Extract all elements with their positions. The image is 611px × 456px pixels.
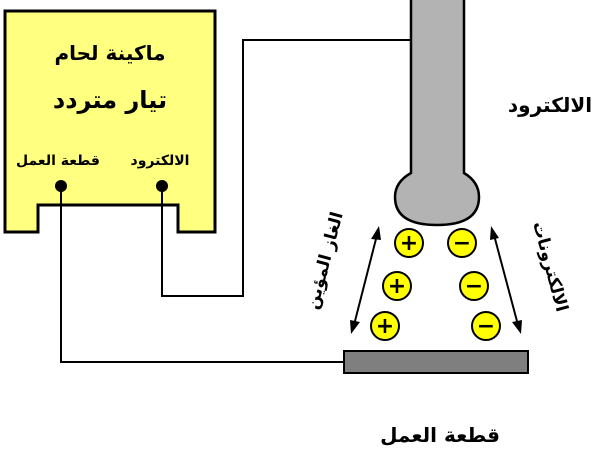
svg-text:−: − [453, 231, 471, 256]
svg-text:−: − [477, 314, 495, 339]
positive-ion: + [370, 311, 400, 341]
positive-ion: + [394, 228, 424, 258]
svg-text:+: + [400, 231, 418, 256]
workpiece-cable [60, 186, 344, 363]
svg-text:+: + [388, 274, 406, 299]
ion-flow-arrow [350, 226, 381, 334]
machine-title-line1: ماكينة لحام [54, 41, 165, 65]
positive-ion: + [382, 271, 412, 301]
electron: − [459, 271, 489, 301]
electrons-label: الالكترونات [528, 219, 571, 314]
machine-title-line2: تيار متردد [53, 86, 167, 114]
electron: − [447, 228, 477, 258]
electrode-rod [393, 0, 481, 227]
terminal-label-workpiece: قطعة العمل [16, 153, 100, 169]
welding-machine-box [3, 9, 217, 234]
electron-flow-arrow [490, 226, 522, 334]
electron: − [471, 311, 501, 341]
electrode-cable [161, 39, 411, 297]
ionized-gas-label: الغاز المؤين [303, 210, 348, 312]
workpiece-plate [343, 350, 529, 374]
workpiece-label: قطعة العمل [380, 423, 500, 447]
terminal-label-electrode: الالكترود [131, 153, 190, 169]
svg-text:−: − [465, 274, 483, 299]
electrode-label: الالكترود [508, 93, 592, 117]
svg-text:+: + [376, 314, 394, 339]
